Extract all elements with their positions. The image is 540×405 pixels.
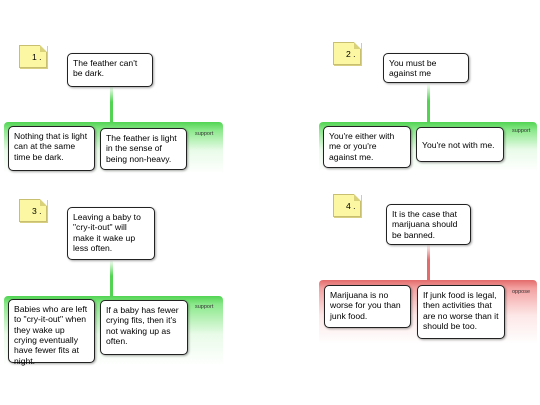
reason-box[interactable]: Babies who are left to "cry-it-out" when…: [8, 299, 95, 366]
claim-box[interactable]: It is the case that marijuana should be …: [386, 204, 471, 245]
reason-box[interactable]: You're not with me.: [416, 127, 504, 162]
reason-box[interactable]: Marijuana is no worse for you than junk …: [324, 285, 411, 328]
reason-box[interactable]: The feather is light in the sense of bei…: [100, 128, 187, 170]
map-number-note: 3 .: [19, 199, 47, 222]
relation-label: support: [195, 131, 214, 137]
map-number: 2 .: [346, 49, 356, 59]
claim-box[interactable]: The feather can't be dark.: [67, 53, 153, 87]
connector-line: [427, 244, 430, 284]
map-number-note: 2 .: [333, 42, 361, 65]
connector-line: [427, 84, 430, 126]
relation-label: support: [195, 304, 214, 310]
map-number-note: 4 .: [333, 194, 361, 217]
reason-box[interactable]: If junk food is legal, then activities t…: [417, 285, 505, 339]
reason-box[interactable]: Nothing that is light can at the same ti…: [8, 126, 95, 171]
reason-box[interactable]: You're either with me or you're against …: [323, 126, 411, 168]
connector-line: [110, 260, 113, 300]
connector-line: [110, 86, 113, 126]
relation-label: oppose: [512, 289, 531, 295]
reason-box[interactable]: If a baby has fewer crying fits, then it…: [100, 300, 188, 355]
map-number: 3 .: [32, 206, 42, 216]
claim-box[interactable]: You must be against me: [383, 53, 469, 83]
map-number: 4 .: [346, 201, 356, 211]
map-number-note: 1 .: [19, 45, 47, 68]
claim-box[interactable]: Leaving a baby to "cry-it-out" will make…: [67, 207, 155, 260]
map-number: 1 .: [32, 52, 42, 62]
relation-label: support: [512, 128, 531, 134]
